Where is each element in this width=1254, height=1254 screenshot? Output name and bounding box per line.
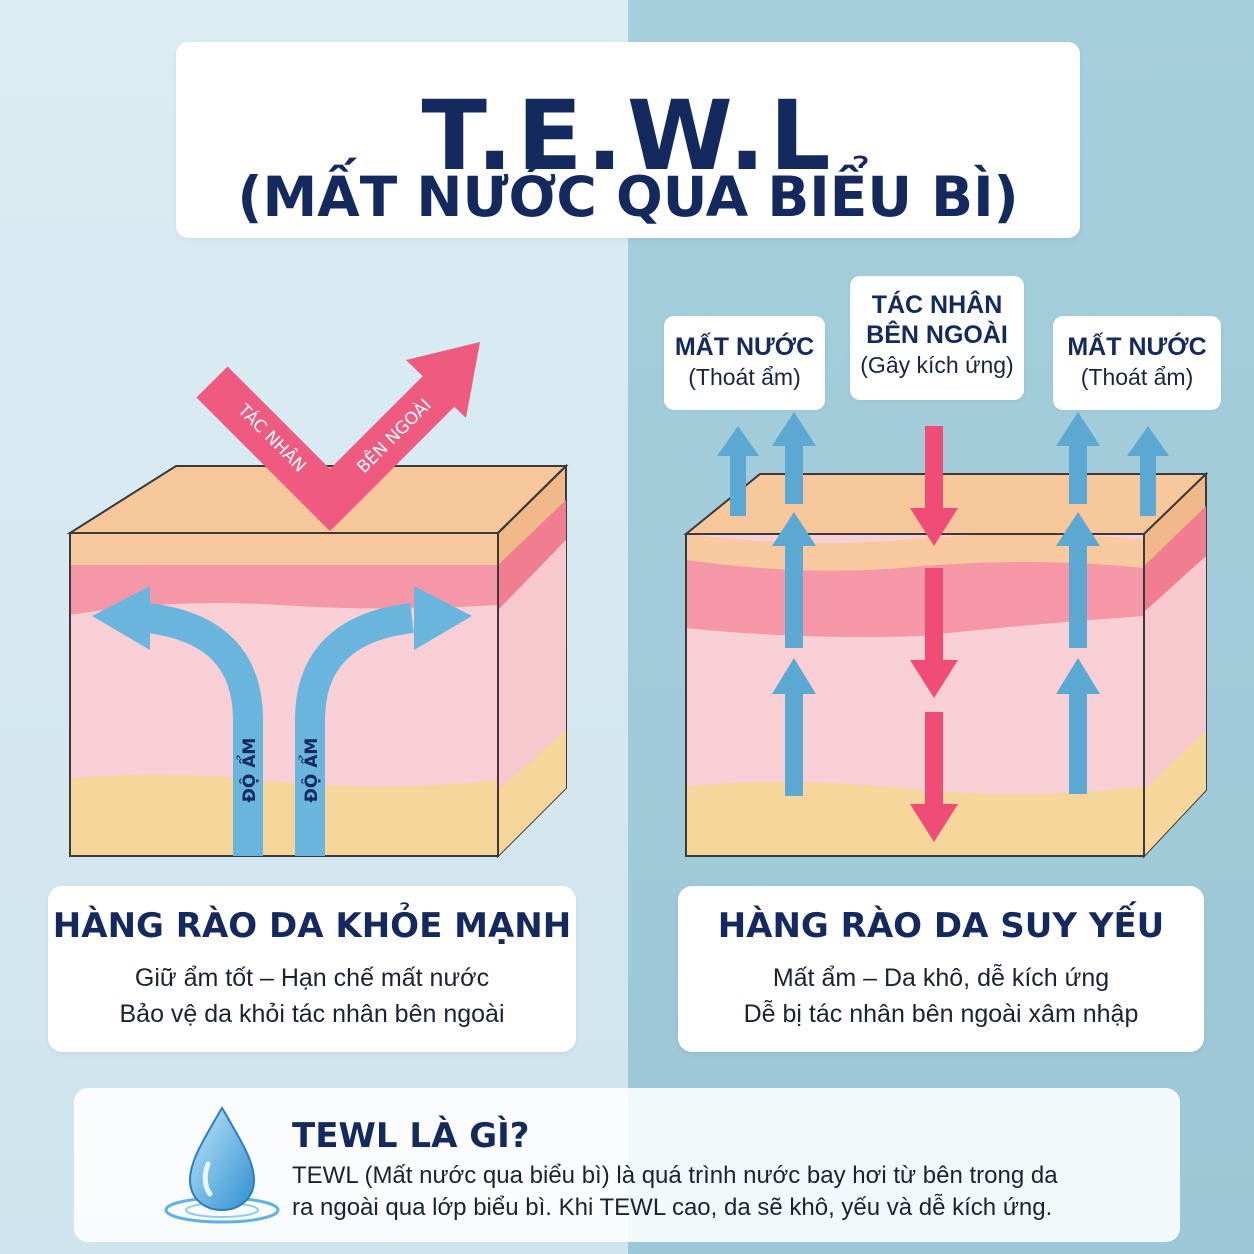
healthy-barrier-panel: HÀNG RÀO DA KHỎE MẠNH Giữ ẩm tốt – Hạn c… xyxy=(48,886,576,1052)
page-subtitle: (MẤT NƯỚC QUA BIỂU BÌ) xyxy=(237,165,1019,229)
info-text: TEWL (Mất nước qua biểu bì) là quá trình… xyxy=(292,1162,1058,1221)
irritant-bounce-arrowhead xyxy=(406,342,480,418)
moisture-label-1: ĐỘ ẨM xyxy=(235,738,260,803)
moisture-arrow-left xyxy=(145,603,263,856)
moisture-arrowhead-right xyxy=(414,586,472,650)
tewl-info-box: TEWL LÀ GÌ? TEWL (Mất nước qua biểu bì) … xyxy=(74,1088,1180,1242)
info-heading: TEWL LÀ GÌ? xyxy=(292,1116,530,1156)
moisture-arrowhead-left xyxy=(92,586,150,650)
weak-skin-block xyxy=(683,412,1209,859)
weak-barrier-panel: HÀNG RÀO DA SUY YẾU Mất ẩm – Da khô, dễ … xyxy=(678,886,1204,1052)
front-fat-layer xyxy=(70,774,498,856)
healthy-skin-block: ĐỘ ẨM ĐỘ ẨM TÁC NHÂN BÊN NGOÀI xyxy=(66,342,569,859)
side-pink-layer xyxy=(498,500,566,610)
front-pink-layer xyxy=(70,565,498,615)
moisture-arrow-right xyxy=(295,603,415,856)
healthy-heading: HÀNG RÀO DA KHỎE MẠNH xyxy=(52,906,572,946)
side-dermis-layer xyxy=(498,540,566,790)
label-water-loss-2: MẤT NƯỚC (Thoát ẩm) xyxy=(1053,316,1221,410)
water-drop-icon xyxy=(164,1106,280,1224)
label-external-irritant: TÁC NHÂN BÊN NGOÀI (Gây kích ứng) xyxy=(850,276,1024,400)
front-epidermis xyxy=(70,533,498,565)
page-title: T.E.W.L xyxy=(421,80,835,192)
label-water-loss-1: MẤT NƯỚC (Thoát ẩm) xyxy=(664,316,825,410)
irritant-bounce-arrow xyxy=(196,366,456,532)
side-fat-layer xyxy=(498,730,566,856)
weak-heading: HÀNG RÀO DA SUY YẾU xyxy=(717,906,1165,946)
moisture-label-2: ĐỘ ẨM xyxy=(297,738,322,803)
title-card: T.E.W.L (MẤT NƯỚC QUA BIỂU BÌ) xyxy=(176,42,1080,238)
